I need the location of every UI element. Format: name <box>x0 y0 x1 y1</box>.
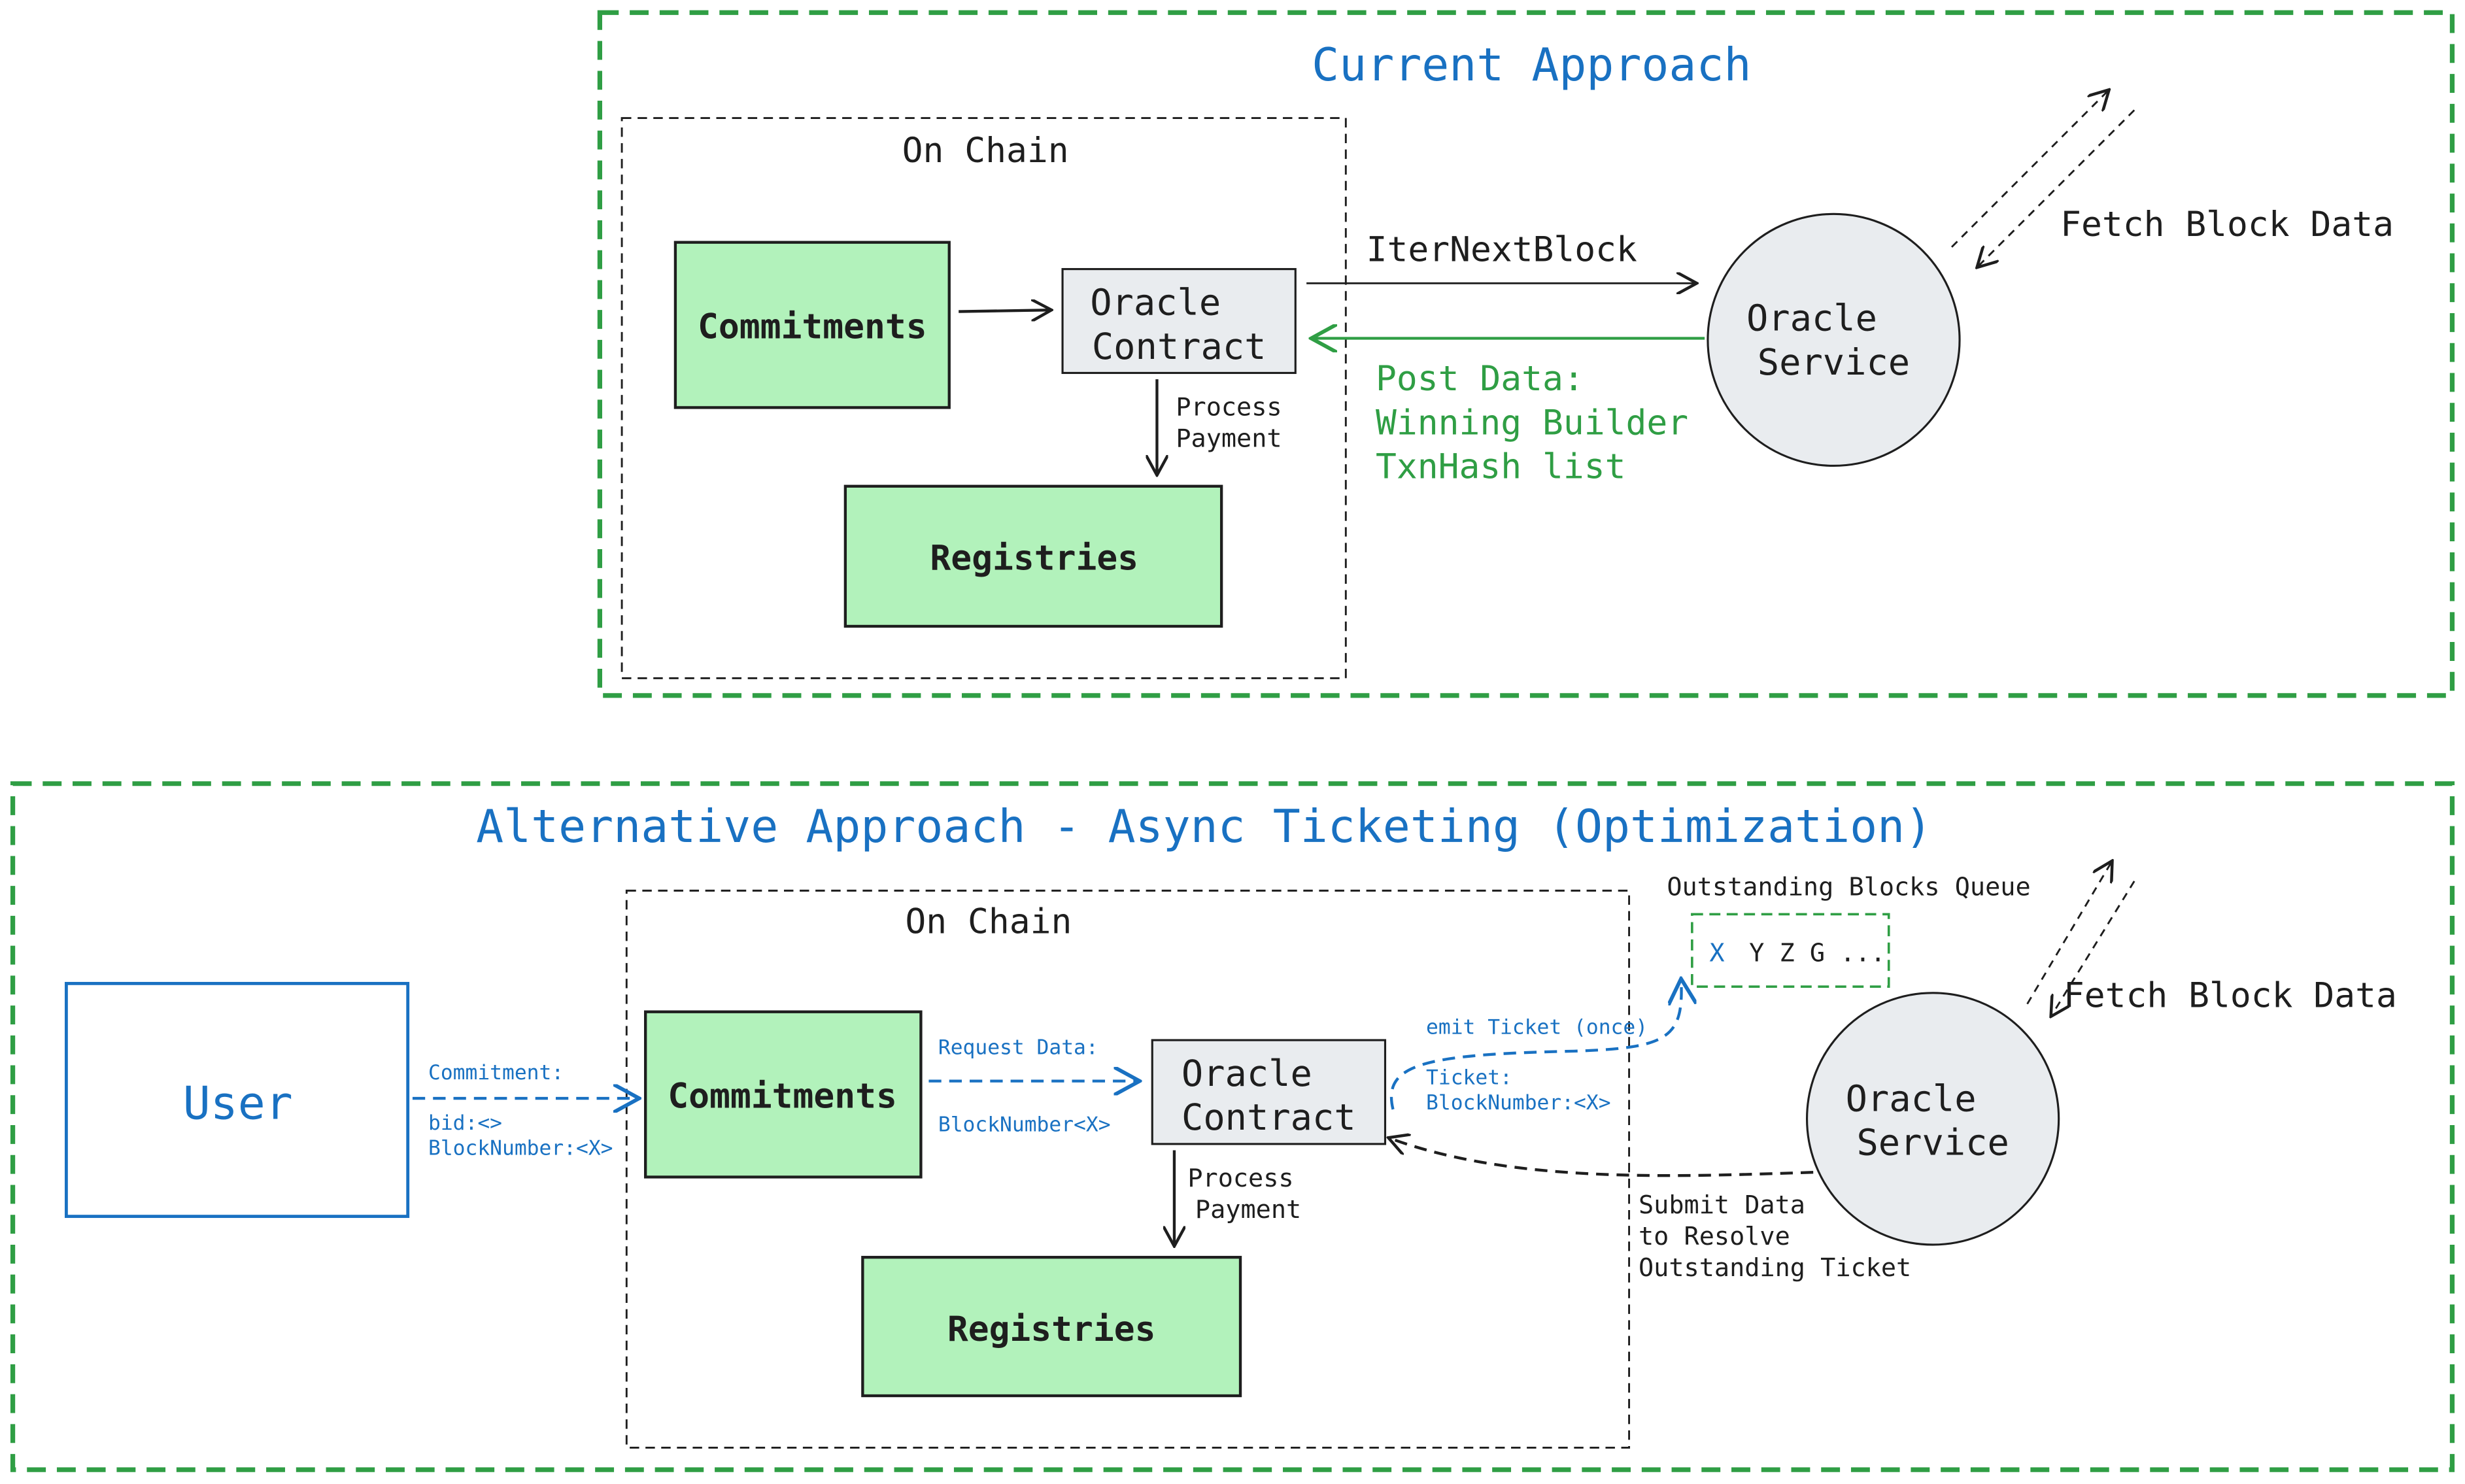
process-payment-label: Process Payment <box>1176 392 1297 453</box>
queue-items: X Y Z G ... <box>1709 939 1885 968</box>
process-payment-label-alt: Process Payment <box>1187 1164 1308 1224</box>
commitments-label-alt: Commitments <box>668 1077 897 1117</box>
fetch-block-in-arrow <box>1977 109 2135 267</box>
oracle-contract-label-alt: Oracle Contract <box>1182 1053 1356 1139</box>
fetch-block-data-label-alt: Fetch Block Data <box>2064 975 2397 1015</box>
outstanding-blocks-queue <box>1691 913 1890 988</box>
on-chain-label-alt: On Chain <box>905 902 1072 941</box>
current-approach-frame <box>597 10 2455 698</box>
queue-item-first: X <box>1709 939 1724 968</box>
user-box <box>64 981 410 1219</box>
fetch-block-data-label: Fetch Block Data <box>2060 205 2394 245</box>
commitments-box <box>673 241 951 409</box>
alternative-approach-section: Alternative Approach - Async Ticketing (… <box>10 781 2455 1472</box>
emit-ticket-arrow <box>1389 979 1682 1110</box>
current-approach-title: Current Approach <box>1312 39 1751 92</box>
ticket-label: Ticket: BlockNumber:<X> <box>1426 1066 1611 1115</box>
oracle-service-node-alt <box>1805 992 2060 1246</box>
user-label: User <box>183 1077 293 1130</box>
post-data-label: Post Data: Winning Builder TxnHash list <box>1376 359 1709 487</box>
oracle-service-label-alt: Oracle Service <box>1846 1078 2009 1164</box>
submit-data-label: Submit Data to Resolve Outstanding Ticke… <box>1639 1190 1911 1283</box>
queue-items-rest: Y Z G ... <box>1749 939 1886 968</box>
registries-box <box>843 484 1223 628</box>
queue-title: Outstanding Blocks Queue <box>1667 873 2030 902</box>
commitments-box-alt <box>644 1010 923 1179</box>
oracle-contract-label: Oracle Contract <box>1090 282 1266 367</box>
registries-label-alt: Registries <box>947 1309 1156 1349</box>
commitments-label: Commitments <box>698 307 927 347</box>
on-chain-boundary <box>620 117 1347 679</box>
alternative-approach-frame <box>10 781 2455 1472</box>
oracle-contract-box <box>1061 268 1297 375</box>
fetch-block-in-arrow-alt <box>2051 881 2135 1017</box>
registries-box-alt <box>861 1256 1242 1398</box>
emit-ticket-label: emit Ticket (once) <box>1426 1015 1648 1039</box>
oracle-contract-box-alt <box>1151 1039 1387 1145</box>
commitment-arrow-label: Commitment: bid:<> BlockNumber:<X> <box>428 1061 613 1160</box>
commitments-to-oracle-arrow <box>959 310 1051 311</box>
alternative-approach-title: Alternative Approach - Async Ticketing (… <box>476 800 1932 853</box>
on-chain-boundary-alt <box>625 889 1631 1449</box>
oracle-service-node <box>1707 212 1961 467</box>
submit-data-arrow <box>1388 1138 1814 1177</box>
request-data-label: Request Data: BlockNumber<X> <box>938 1036 1111 1137</box>
on-chain-label: On Chain <box>902 131 1069 171</box>
iter-next-block-label: IterNextBlock <box>1367 230 1637 270</box>
current-approach-section: Current Approach On Chain Commitments Or… <box>597 10 2455 698</box>
registries-label: Registries <box>930 538 1138 578</box>
fetch-block-out-arrow <box>1950 90 2109 248</box>
oracle-service-label: Oracle Service <box>1746 297 1910 383</box>
